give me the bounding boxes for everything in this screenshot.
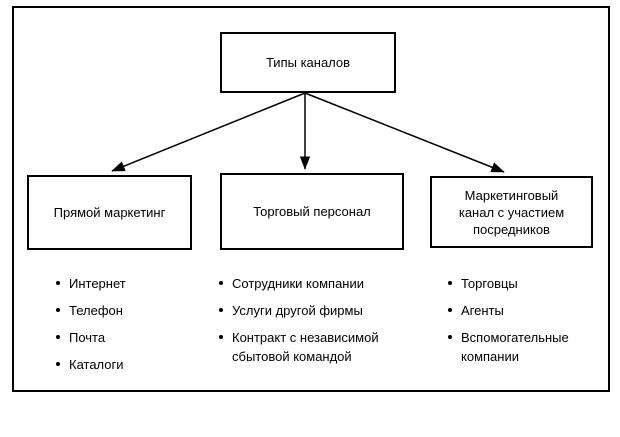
node-sales-staff: Торговый персонал xyxy=(220,173,404,250)
node-channel-types: Типы каналов xyxy=(220,32,396,93)
node-direct-marketing: Прямой маркетинг xyxy=(27,175,192,250)
list-item: Телефон xyxy=(55,301,190,320)
list-item: Сотрудники компании xyxy=(218,274,386,293)
diagram-frame xyxy=(12,6,610,392)
sales-staff-list: Сотрудники компании Услуги другой фирмы … xyxy=(218,274,386,374)
list-item: Контракт с независимой сбытовой командой xyxy=(218,328,386,366)
list-item: Услуги другой фирмы xyxy=(218,301,386,320)
arrow-to-marketing-channel xyxy=(304,92,505,173)
list-item: Каталоги xyxy=(55,355,190,374)
arrow-to-direct-marketing xyxy=(111,92,306,172)
marketing-channel-list: Торговцы Агенты Вспомогательные компании xyxy=(447,274,579,374)
list-item: Агенты xyxy=(447,301,579,320)
list-item: Торговцы xyxy=(447,274,579,293)
node-marketing-channel: Маркетинговый канал с участием посредник… xyxy=(430,176,593,248)
node-channel-types-label: Типы каналов xyxy=(265,55,351,70)
node-marketing-channel-label: Маркетинговый канал с участием посредник… xyxy=(458,187,565,237)
node-sales-staff-label: Торговый персонал xyxy=(253,204,371,219)
list-item: Вспомогательные компании xyxy=(447,328,579,366)
list-item: Интернет xyxy=(55,274,190,293)
node-direct-marketing-label: Прямой маркетинг xyxy=(53,205,166,220)
list-item: Почта xyxy=(55,328,190,347)
direct-marketing-list: Интернет Телефон Почта Каталоги xyxy=(55,274,190,382)
